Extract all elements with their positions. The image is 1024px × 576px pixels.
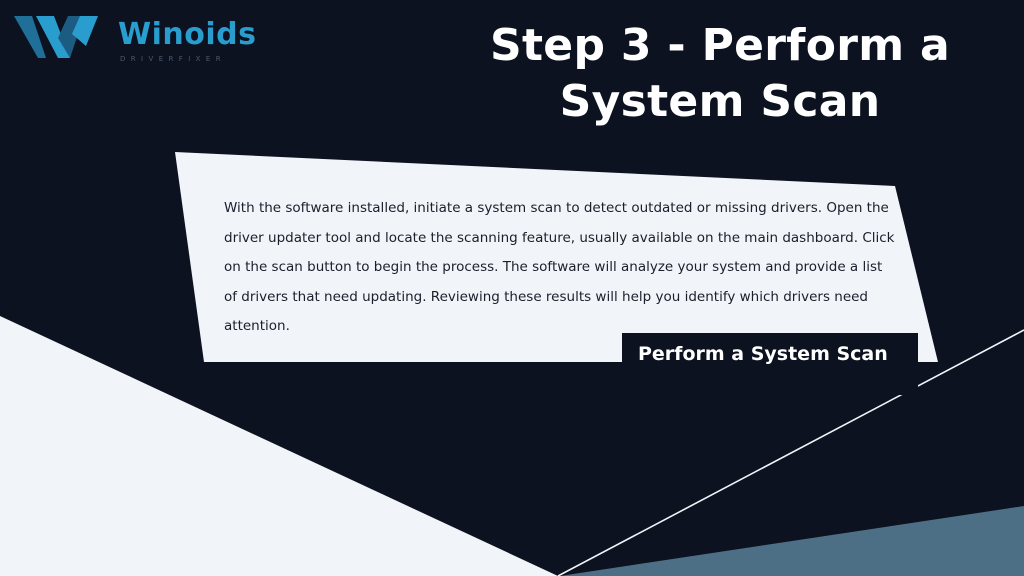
section-label: Perform a System Scan [638, 343, 888, 365]
section-label-box [622, 333, 918, 395]
brand-logo: Winoids DRIVERFIXER [14, 14, 256, 64]
white-wedge [0, 316, 558, 576]
page-title: Step 3 - Perform a System Scan [489, 20, 950, 127]
winoids-w-icon [14, 16, 98, 58]
slate-wedge [560, 506, 1024, 576]
body-paragraph: With the software installed, initiate a … [224, 200, 895, 334]
brand-name: Winoids [118, 17, 257, 52]
brand-tagline: DRIVERFIXER [120, 55, 226, 63]
diagonal-line [557, 329, 1024, 576]
